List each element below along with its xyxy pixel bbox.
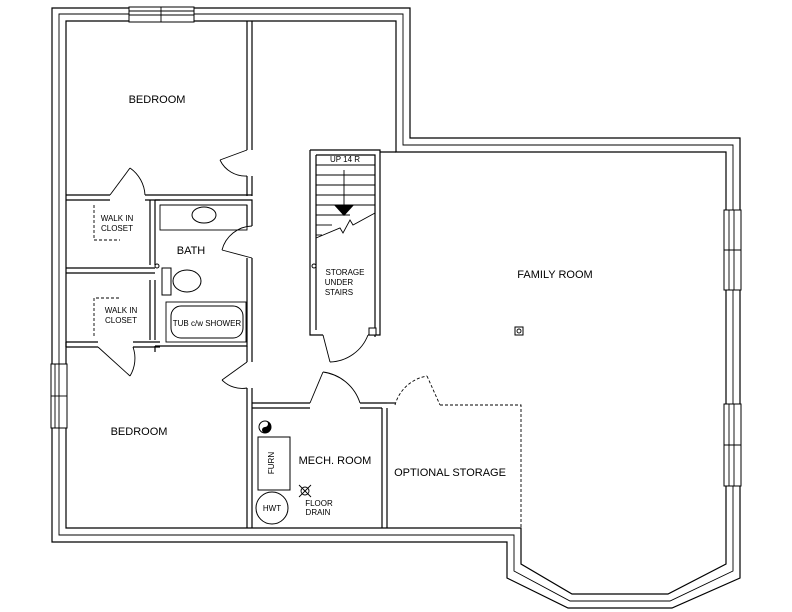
label-floor-drain-1: FLOOR (305, 499, 333, 508)
wall-mech-room (252, 402, 388, 528)
label-bedroom-top: BEDROOM (129, 94, 186, 106)
stair-door-stop (311, 263, 317, 269)
label-family-room: FAMILY ROOM (517, 269, 592, 281)
door-bedroom-bottom (221, 361, 248, 389)
exterior-wall-middle (58, 13, 734, 602)
optional-storage-outline (440, 404, 522, 528)
bath-toilet (161, 267, 202, 296)
label-storage-1: STORAGE (326, 268, 365, 277)
bath-vanity (159, 204, 248, 231)
label-hot-water-tank: HWT (263, 504, 281, 513)
window-right-upper (723, 209, 742, 291)
label-bath: BATH (177, 245, 206, 257)
wall-closet-column (149, 200, 156, 340)
wall-bedroom-bottom-east (246, 346, 253, 528)
bath-sink (191, 206, 217, 224)
door-optional-storage (394, 375, 441, 406)
label-stairs: UP 14 R (330, 155, 360, 164)
label-closet-top-2: CLOSET (101, 224, 133, 233)
stair-arrow-icon (334, 170, 354, 216)
label-mech-room: MECH. ROOM (299, 455, 372, 467)
door-closet-bottom (97, 346, 136, 377)
window-left (50, 363, 68, 429)
stair-treads (315, 164, 376, 239)
wall-closet-bottom (66, 341, 160, 348)
exterior-wall-outer (51, 7, 741, 609)
label-storage-2: UNDER (325, 278, 354, 287)
closet-top-shelf (93, 205, 120, 241)
label-closet-bottom-1: WALK IN (105, 306, 138, 315)
label-closet-bottom-2: CLOSET (105, 316, 137, 325)
wall-bedroom-top-south (66, 194, 252, 201)
wall-stair-family (374, 151, 396, 337)
bath-tub (165, 301, 247, 343)
furnace (257, 436, 291, 491)
door-storage-under-stairs (322, 334, 369, 363)
door-bath (221, 225, 253, 259)
wall-stairwell (309, 149, 381, 336)
door-bedroom-top (219, 149, 248, 177)
window-top (128, 6, 195, 23)
door-closet-top (109, 167, 146, 196)
label-furnace: FURN (267, 452, 276, 474)
wall-bedroom-bottom-north (65, 342, 156, 352)
label-floor-drain-2: DRAIN (306, 508, 331, 517)
floor-drain-icon (298, 484, 312, 498)
ceiling-light-icon (514, 326, 524, 336)
wall-bedroom-top-east (246, 21, 253, 196)
bath-door-stop (154, 263, 160, 269)
label-bedroom-bottom: BEDROOM (111, 426, 168, 438)
label-storage-3: STAIRS (325, 288, 353, 297)
exterior-wall-inner (65, 20, 727, 595)
hot-water-tank (255, 491, 289, 525)
door-mech-room (309, 371, 361, 404)
window-right-lower (723, 403, 742, 487)
label-optional-storage: OPTIONAL STORAGE (394, 467, 506, 479)
label-tub: TUB c/w SHOWER (173, 319, 242, 328)
label-closet-top-1: WALK IN (101, 214, 134, 223)
stair-post (368, 327, 377, 336)
closet-bottom-shelf (93, 297, 120, 336)
mech-room-fan-icon (258, 420, 272, 434)
wall-closet-divider (66, 267, 155, 274)
